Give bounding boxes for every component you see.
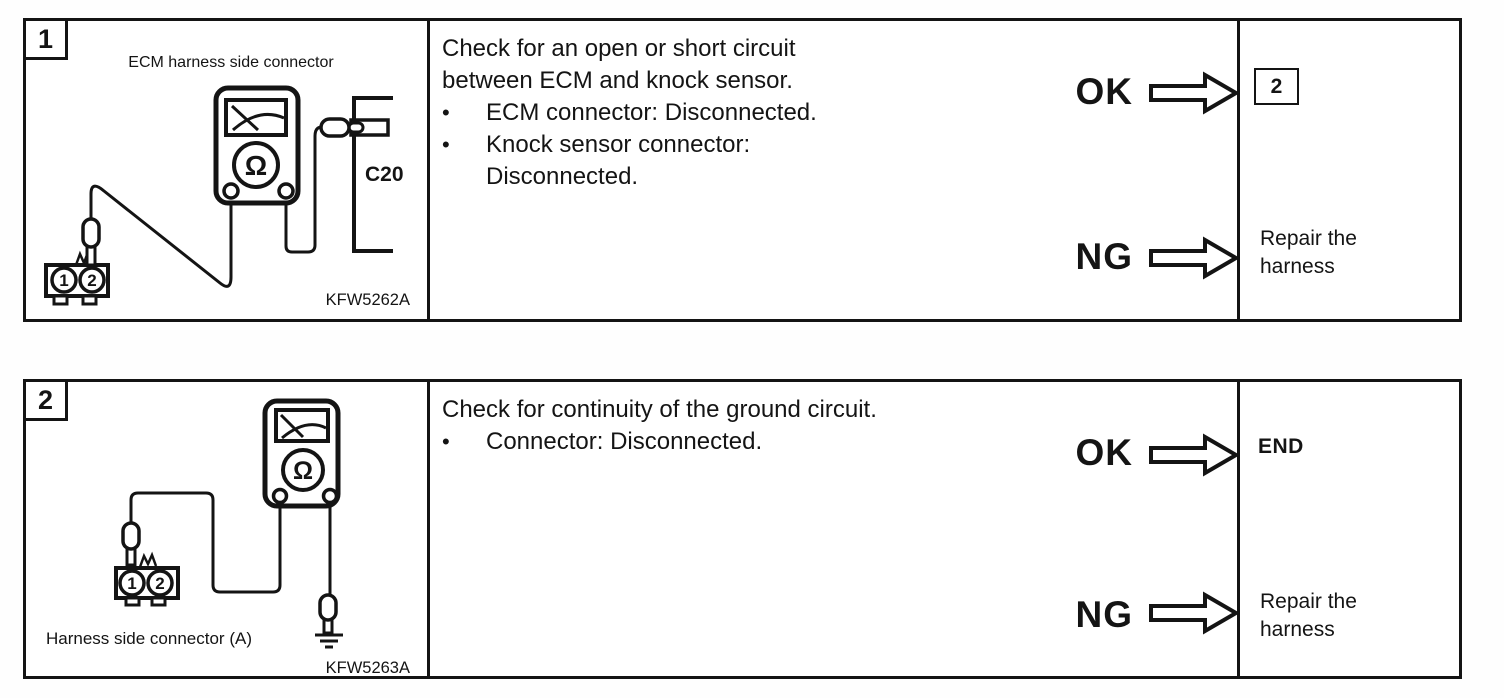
ground-icon bbox=[315, 633, 343, 649]
pin-1-label: 1 bbox=[127, 574, 136, 593]
diagram-title: ECM harness side connector bbox=[128, 54, 334, 71]
bullet-item: • Connector: Disconnected. bbox=[442, 426, 1227, 458]
ok-result-step-ref-box: 2 bbox=[1254, 68, 1299, 105]
step-1-row: 1 ECM harness side connector Ω bbox=[23, 18, 1462, 322]
terminal-label: C20 bbox=[365, 163, 404, 186]
ok-label: OK bbox=[1075, 71, 1133, 112]
ng-result-text: Repair the harness bbox=[1260, 227, 1357, 278]
diagram-caption: Harness side connector (A) bbox=[46, 629, 252, 648]
ok-arrow-icon bbox=[1149, 433, 1240, 477]
ng-label: NG bbox=[1075, 594, 1133, 635]
bullet-text: Disconnected. bbox=[486, 163, 639, 190]
step-2-test-diagram: Ω 1 2 bbox=[46, 398, 410, 676]
ok-arrow-icon bbox=[1149, 71, 1240, 115]
step-2-description-cell: Check for continuity of the ground circu… bbox=[430, 382, 1240, 676]
bullet-icon: • bbox=[442, 100, 450, 125]
multimeter-icon bbox=[262, 398, 341, 509]
step-1-number-box: 1 bbox=[23, 18, 68, 60]
bullet-text: ECM connector: Disconnected. bbox=[486, 99, 817, 126]
description-line: between ECM and knock sensor. bbox=[442, 67, 793, 94]
pin-1-label: 1 bbox=[59, 271, 68, 290]
knock-sensor-connector-icon: 1 2 bbox=[44, 248, 110, 306]
step-1-number: 1 bbox=[37, 23, 54, 54]
harness-connector-icon: 1 2 bbox=[114, 551, 180, 607]
test-lead-wires bbox=[89, 125, 323, 288]
description-line: Check for an open or short circuit bbox=[442, 35, 796, 62]
ok-result-text: END bbox=[1258, 435, 1304, 458]
description-line: Check for continuity of the ground circu… bbox=[442, 396, 877, 423]
probe-left-icon bbox=[121, 521, 141, 567]
ohm-symbol: Ω bbox=[293, 457, 313, 485]
ng-arrow-icon bbox=[1149, 236, 1240, 280]
step-2-row: 2 Ω bbox=[23, 379, 1462, 679]
ng-label: NG bbox=[1075, 236, 1133, 277]
bullet-icon: • bbox=[442, 429, 450, 454]
bullet-icon: • bbox=[442, 132, 450, 157]
pin-2-label: 2 bbox=[87, 271, 96, 290]
figure-code: KFW5262A bbox=[326, 291, 410, 309]
bullet-item: • Knock sensor connector: Disconnected. bbox=[442, 129, 1227, 193]
figure-code: KFW5263A bbox=[326, 659, 410, 676]
bullet-item: • ECM connector: Disconnected. bbox=[442, 97, 1227, 129]
step-1-test-diagram: ECM harness side connector Ω bbox=[44, 54, 410, 309]
step-2-number-box: 2 bbox=[23, 379, 68, 421]
step-1-description-cell: Check for an open or short circuit betwe… bbox=[430, 21, 1240, 319]
multimeter-icon bbox=[213, 85, 301, 206]
ohm-symbol: Ω bbox=[245, 150, 267, 181]
pin-2-label: 2 bbox=[155, 574, 164, 593]
bullet-text: Knock sensor connector: bbox=[486, 131, 751, 158]
step-2-diagram-cell: Ω 1 2 bbox=[26, 382, 430, 676]
probe-left-icon bbox=[81, 217, 101, 267]
probe-right-icon bbox=[319, 117, 365, 138]
ok-label: OK bbox=[1075, 432, 1133, 473]
ok-result-step-ref: 2 bbox=[1270, 74, 1283, 98]
test-lead-wires bbox=[129, 491, 332, 595]
step-2-number: 2 bbox=[37, 384, 54, 415]
step-1-diagram-cell: ECM harness side connector Ω bbox=[26, 21, 430, 319]
ng-arrow-icon bbox=[1149, 591, 1240, 635]
ground-probe-icon bbox=[318, 593, 338, 635]
bullet-text: Connector: Disconnected. bbox=[486, 428, 763, 455]
ng-result-text: Repair the harness bbox=[1260, 590, 1357, 641]
